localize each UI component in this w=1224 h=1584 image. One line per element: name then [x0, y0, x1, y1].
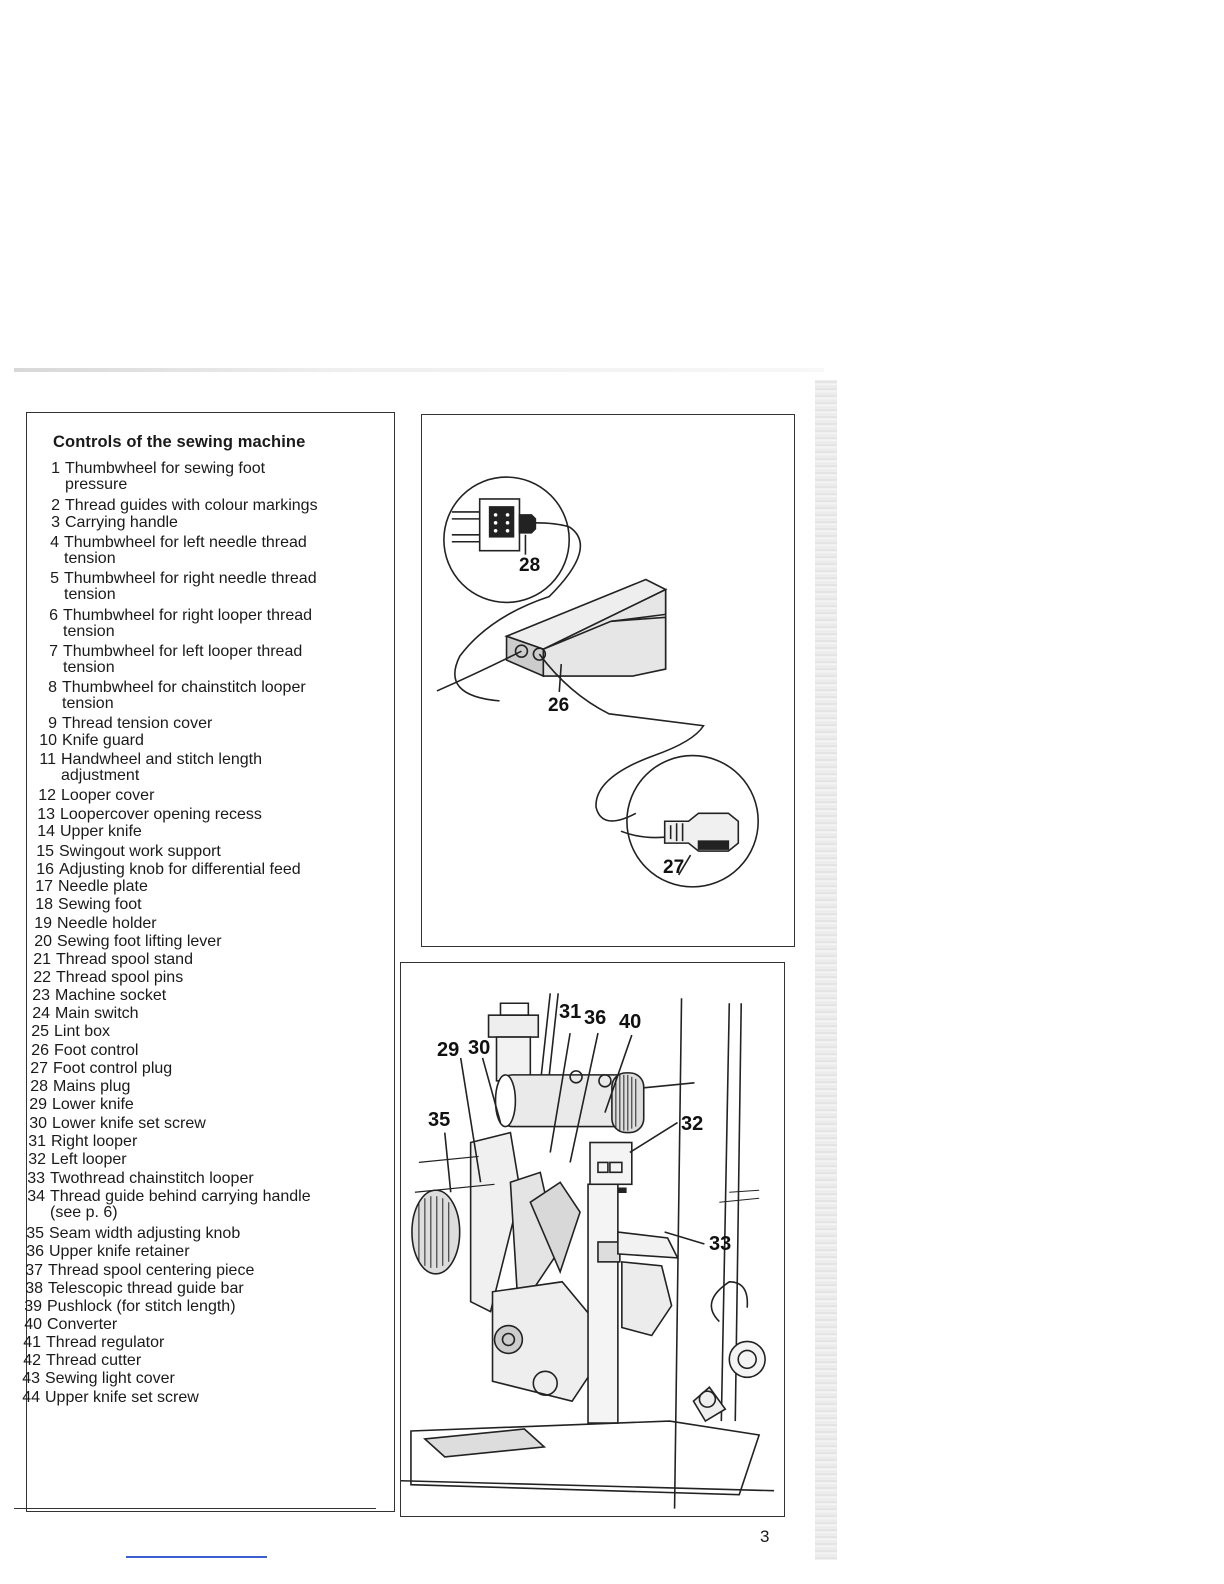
- callout-35: 35: [428, 1109, 451, 1131]
- controls-panel: [26, 412, 395, 1512]
- page-number: 3: [760, 1527, 770, 1546]
- scan-edge-right: [815, 380, 837, 1560]
- panel-bottom-rule: [14, 1508, 376, 1509]
- callout-40: 40: [619, 1011, 642, 1033]
- callout-28: 28: [519, 555, 541, 576]
- callout-29: 29: [437, 1039, 460, 1061]
- callout-36: 36: [584, 1007, 607, 1029]
- callout-32: 32: [681, 1113, 704, 1135]
- foot-control-illustration: 28 26 27: [421, 414, 795, 947]
- scan-edge-top: [14, 368, 824, 372]
- callout-31: 31: [559, 1001, 582, 1023]
- looper-area-illustration: 31 36 40 29 30 35 32 33: [400, 962, 785, 1517]
- callout-30: 30: [468, 1037, 491, 1059]
- link-underline: [126, 1556, 267, 1558]
- looper-area-drawing: [401, 993, 775, 1509]
- callout-33: 33: [709, 1233, 732, 1255]
- foot-control-drawing: [436, 476, 759, 888]
- controls-heading: Controls of the sewing machine: [53, 433, 306, 451]
- callout-26: 26: [548, 695, 570, 716]
- callout-27: 27: [663, 857, 685, 878]
